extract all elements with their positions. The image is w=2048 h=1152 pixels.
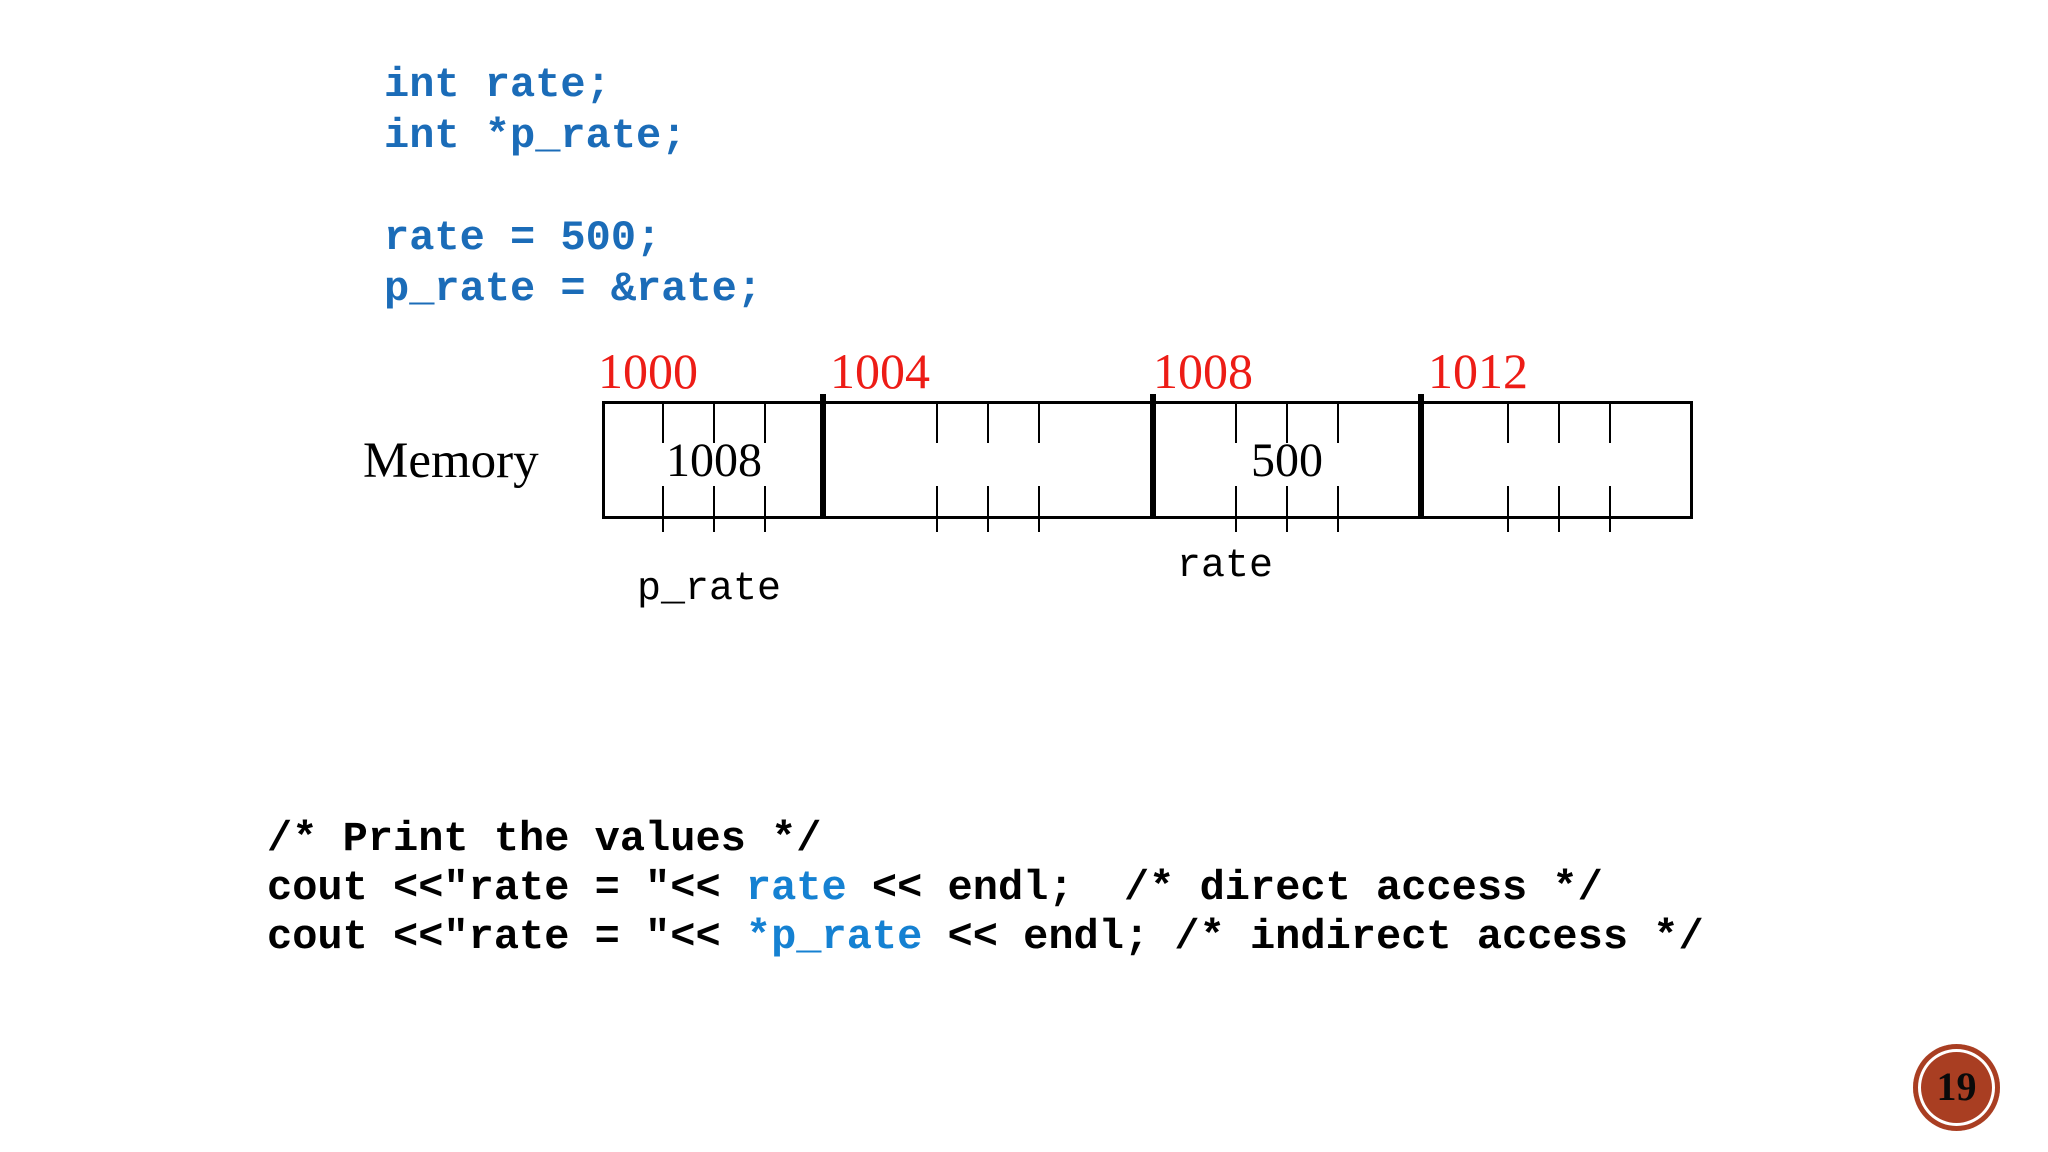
byte-tick [1557,486,1560,532]
byte-tick [936,401,938,443]
rate-highlight: rate [745,864,847,912]
code-line-prate-assign: p_rate = &rate; [384,265,763,313]
byte-tick [1286,486,1288,532]
byte-tick [1506,401,1509,443]
byte-tick [1557,401,1560,443]
byte-tick [1038,401,1040,443]
code-text-post: << endl; /* direct access */ [846,864,1603,912]
word-boundary-line-1008 [1150,394,1156,516]
code-line-blank [384,162,762,213]
rate-variable-label: rate [1177,544,1274,589]
byte-tick [764,401,766,443]
indirect-access-line: cout <<"rate = "<< *p_rate << endl; /* i… [267,913,1704,962]
byte-tick [987,486,989,532]
byte-tick [1608,486,1611,532]
byte-tick [662,486,664,532]
byte-tick [936,486,938,532]
page-number: 19 [1936,1064,1977,1109]
code-text-pre: cout <<"rate = "<< [267,864,746,912]
address-label-1008: 1008 [1153,343,1253,399]
code-line-rate-assign: rate = 500; [384,214,662,262]
code-text-pre: cout <<"rate = "<< [267,913,746,961]
code-line-int-p-rate: int *p_rate; [384,112,687,160]
comment-line: /* Print the values */ [267,815,822,863]
byte-tick [713,486,715,532]
byte-tick [1608,401,1611,443]
address-label-1004: 1004 [830,343,930,399]
page-number-badge: 19 [1913,1044,2000,1131]
word-boundary-line-1004 [820,394,826,516]
cell-value-rate: 500 [1251,434,1323,487]
byte-tick [1235,486,1237,532]
p-rate-variable-label: p_rate [637,567,782,612]
declaration-code-block: int rate; int *p_rate; rate = 500; p_rat… [384,60,762,315]
byte-tick [987,401,989,443]
word-boundary-line-1012 [1418,394,1424,516]
byte-tick [1235,401,1237,443]
print-code-block: /* Print the values */ cout <<"rate = "<… [267,815,1704,962]
code-line-int-rate: int rate; [384,61,611,109]
byte-tick [662,401,664,443]
byte-tick [764,486,766,532]
byte-tick [1337,486,1339,532]
code-text-post: << endl; /* indirect access */ [922,913,1704,961]
byte-tick [1337,401,1339,443]
address-label-1000: 1000 [598,343,698,399]
byte-tick [1506,486,1509,532]
byte-tick [1286,401,1288,443]
memory-label: Memory [363,433,539,489]
byte-tick [1038,486,1040,532]
direct-access-line: cout <<"rate = "<< rate << endl; /* dire… [267,864,1704,913]
address-label-1012: 1012 [1428,343,1528,399]
p-rate-highlight: *p_rate [745,913,923,961]
cell-value-p-rate: 1008 [666,434,762,487]
byte-tick [713,401,715,443]
memory-box: 1008 500 [602,394,1693,532]
